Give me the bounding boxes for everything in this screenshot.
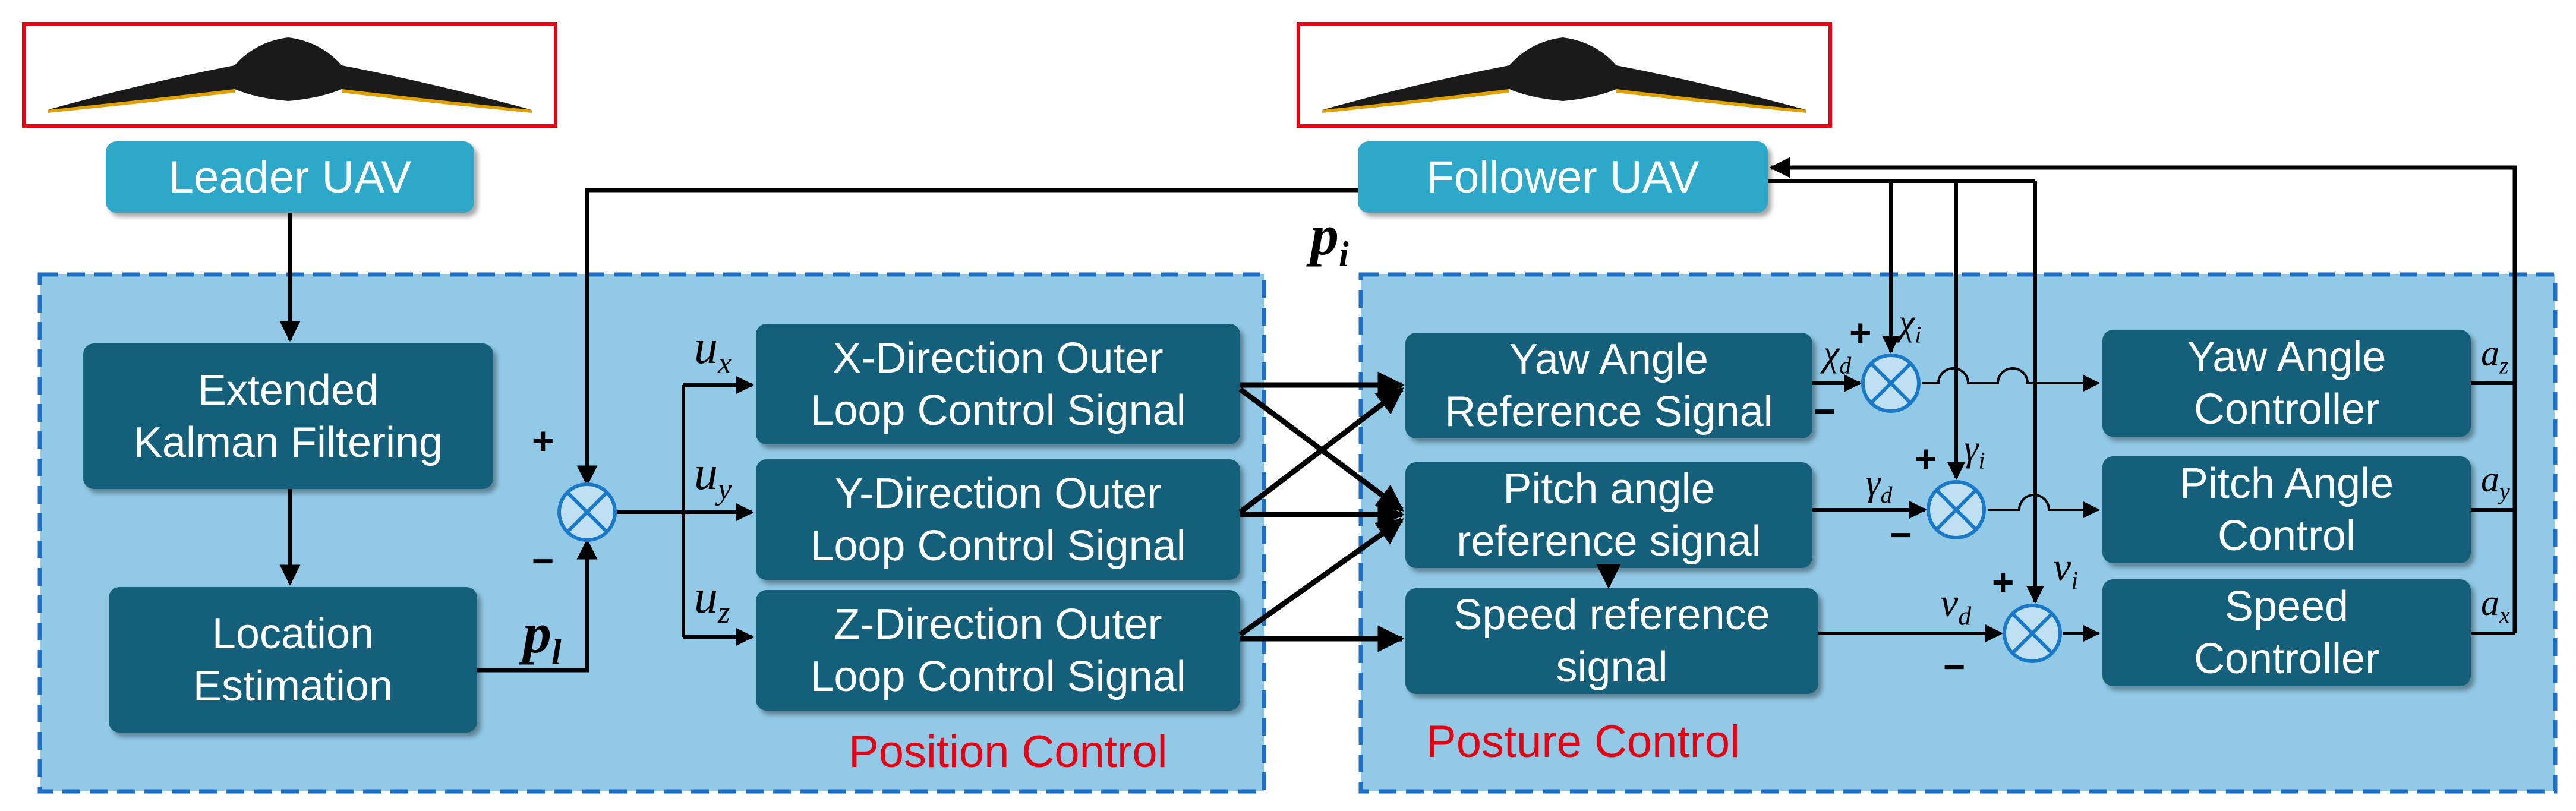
yaw-ctrl-line-2: Controller <box>2193 386 2380 433</box>
yaw-ref-line-1: Yaw Angle <box>1509 336 1708 383</box>
a-y-symbol: ay <box>2481 459 2510 505</box>
speed-summer-minus: − <box>1943 645 1966 688</box>
pitch-ref-line-2: reference signal <box>1456 517 1761 565</box>
leader-uav-block: Leader UAV <box>106 141 474 213</box>
y-line-1: Y-Direction Outer <box>834 469 1162 517</box>
ekf-line-1: Extended <box>197 366 379 414</box>
ekf-block: Extended Kalman Filtering <box>83 343 493 489</box>
speed-ctrl-line-1: Speed <box>2224 583 2349 630</box>
yaw-ref-line-2: Reference Signal <box>1445 388 1773 436</box>
yaw-summer-minus: − <box>1814 390 1836 433</box>
x-direction-block: X-Direction Outer Loop Control Signal <box>756 324 1240 444</box>
p-i-symbol: pi <box>1310 203 1349 274</box>
yaw-reference-block: Yaw Angle Reference Signal <box>1405 333 1812 438</box>
y-to-yaw-arrow <box>1238 387 1404 515</box>
ekf-line-2: Kalman Filtering <box>133 418 443 466</box>
pitch-ctrl-line-2: Control <box>2217 512 2356 560</box>
pitch-error-arrow <box>1988 494 2100 518</box>
u-z-symbol: uz <box>694 571 730 630</box>
speed-ctrl-line-2: Controller <box>2193 635 2380 683</box>
loc-line-2: Estimation <box>193 662 393 710</box>
v-d-symbol: vd <box>1940 580 1972 631</box>
location-estimation-block: Location Estimation <box>109 587 477 733</box>
speed-ref-line-1: Speed reference <box>1453 591 1770 639</box>
y-line-2: Loop Control Signal <box>810 522 1186 570</box>
speed-reference-block: Speed reference signal <box>1405 588 1818 694</box>
yaw-controller-block: Yaw Angle Controller <box>2102 330 2471 437</box>
a-x-symbol: ax <box>2481 583 2510 629</box>
yaw-summing-junction <box>1861 354 1921 413</box>
yaw-summer-plus: + <box>1849 311 1872 354</box>
z-line-2: Loop Control Signal <box>810 652 1186 700</box>
pitch-summer-minus: − <box>1890 513 1912 556</box>
p-l-symbol: pl <box>523 601 562 673</box>
yaw-ctrl-line-1: Yaw Angle <box>2187 333 2386 381</box>
speed-summing-junction <box>2003 604 2062 663</box>
gamma-d-symbol: γd <box>1866 463 1893 509</box>
pitch-control-block: Pitch Angle Control <box>2102 456 2471 563</box>
z-line-1: Z-Direction Outer <box>834 600 1162 648</box>
z-direction-block: Z-Direction Outer Loop Control Signal <box>756 590 1240 711</box>
summing-junction-icon <box>557 482 617 542</box>
position-control-title: Position Control <box>849 727 1168 777</box>
pitch-summer-plus: + <box>1915 437 1937 480</box>
pos-summer-minus: − <box>532 539 554 582</box>
follower-uav-block: Follower UAV <box>1358 141 1768 213</box>
x-line-1: X-Direction Outer <box>833 334 1164 382</box>
yaw-error-arrow <box>1922 367 2100 392</box>
v-i-symbol: vi <box>2053 544 2079 595</box>
a-z-symbol: az <box>2481 333 2509 379</box>
actuation-to-follower-arrow <box>1769 157 2517 633</box>
u-y-symbol: uy <box>694 447 732 506</box>
chi-i-symbol: χi <box>1899 302 1922 348</box>
pitch-summing-junction <box>1927 480 1986 539</box>
y-direction-block: Y-Direction Outer Loop Control Signal <box>756 459 1240 580</box>
leader-aircraft-icon <box>48 37 532 113</box>
posture-control-title: Posture Control <box>1426 717 1741 767</box>
speed-summer-plus: + <box>1992 561 2014 604</box>
z-to-pitch-arrow <box>1238 517 1404 637</box>
u-x-symbol: ux <box>694 321 732 380</box>
pos-summer-plus: + <box>532 419 554 462</box>
speed-ref-line-2: signal <box>1556 643 1668 691</box>
speed-controller-block: Speed Controller <box>2102 579 2471 686</box>
follower-feedback-pi-arrow <box>576 188 1358 487</box>
pl-feed-arrow <box>477 538 598 673</box>
gamma-i-symbol: γi <box>1964 428 1985 474</box>
pitch-ref-line-1: Pitch angle <box>1503 465 1715 513</box>
pitch-reference-block: Pitch angle reference signal <box>1405 462 1812 568</box>
follower-aircraft-icon <box>1322 37 1806 113</box>
x-line-2: Loop Control Signal <box>810 386 1186 434</box>
chi-d-symbol: χd <box>1823 333 1852 379</box>
pitch-ctrl-line-1: Pitch Angle <box>2179 460 2394 507</box>
loc-line-1: Location <box>212 610 374 658</box>
